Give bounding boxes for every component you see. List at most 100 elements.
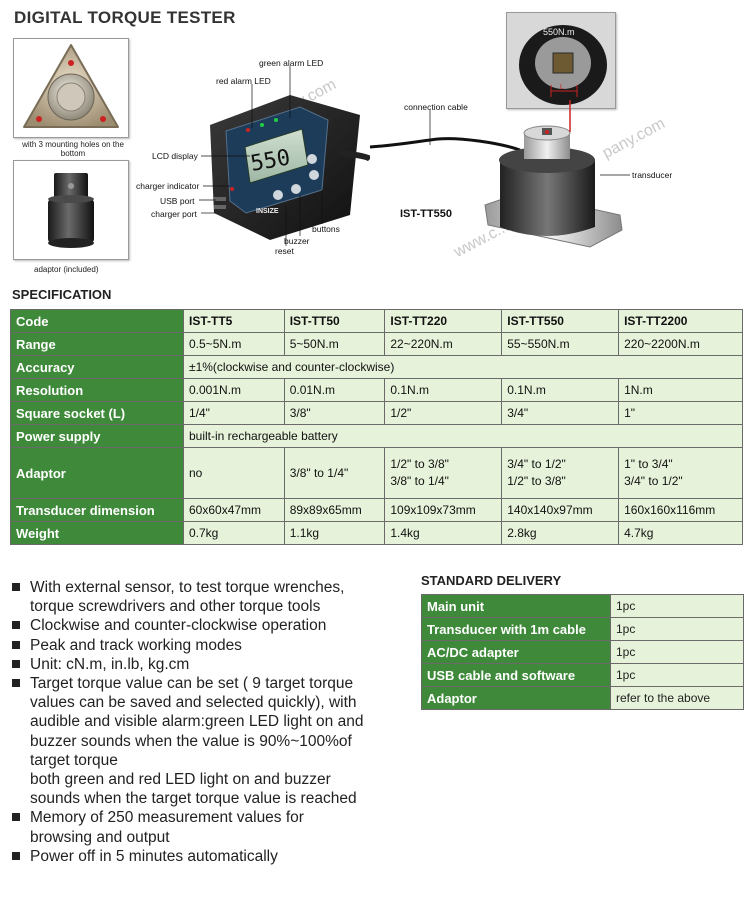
table-cell: 1.4kg — [384, 521, 503, 545]
table-cell: 1pc — [610, 663, 744, 687]
row-label: Main unit — [421, 594, 611, 618]
table-cell: 1pc — [610, 594, 744, 618]
table-cell: 1" to 3/4"3/4" to 1/2" — [618, 447, 743, 499]
row-label: Weight — [10, 521, 184, 545]
transducer-image — [369, 125, 623, 248]
table-cell: 109x109x73mm — [384, 498, 503, 522]
table-cell: 1.1kg — [283, 521, 386, 545]
mounting-plate-image — [23, 44, 119, 128]
line: values can be saved and selected quickly… — [30, 694, 357, 712]
table-cell: built-in rechargeable battery — [183, 424, 743, 448]
row-label: Resolution — [10, 378, 184, 402]
table-row: Range 0.5~5N.m 5~50N.m 22~220N.m 55~550N… — [10, 332, 743, 356]
row-label: USB cable and software — [421, 663, 611, 687]
socket-pointer — [569, 100, 571, 132]
list-item: Clockwise and counter-clockwise operatio… — [12, 616, 412, 635]
table-cell: 1" — [618, 401, 743, 425]
spec-title: SPECIFICATION — [12, 287, 112, 302]
label-buzzer: buzzer — [284, 236, 310, 246]
line: Target torque value can be set ( 9 targe… — [30, 675, 354, 693]
table-cell: 1pc — [610, 617, 744, 641]
table-cell: 60x60x47mm — [183, 498, 285, 522]
row-label: Adaptor — [10, 447, 184, 499]
table-cell: 1pc — [610, 640, 744, 664]
page-title: DIGITAL TORQUE TESTER — [14, 8, 236, 27]
label-green-led: green alarm LED — [259, 58, 324, 68]
table-cell: 1/2" to 3/8" 3/8" to 1/4" — [384, 447, 503, 499]
delivery-title: STANDARD DELIVERY — [421, 573, 562, 588]
row-label: Square socket (L) — [10, 401, 184, 425]
label-charger-indicator: charger indicator — [136, 181, 200, 191]
line: both green and red LED light on and buzz… — [30, 771, 331, 789]
table-cell: 4.7kg — [618, 521, 743, 545]
line: Power off in 5 minutes automatically — [30, 847, 278, 865]
table-cell: 0.5~5N.m — [183, 332, 285, 356]
cell-line: 1/2" to 3/8" — [390, 457, 449, 471]
bullet-icon — [12, 659, 20, 668]
cell-line: 3/4" to 1/2" — [624, 474, 683, 488]
table-cell: 3/4" to 1/2"1/2" to 3/8" — [501, 447, 620, 499]
socket-photo: 550N.m L — [506, 12, 616, 109]
table-cell: no — [183, 447, 285, 499]
label-red-led: red alarm LED — [216, 76, 271, 86]
table-row: Resolution 0.001N.m 0.01N.m 0.1N.m 0.1N.… — [10, 378, 743, 402]
bullet-icon — [12, 583, 20, 591]
cell-line: 3/8" to 1/4" — [390, 474, 449, 488]
socket-engraving: 550N.m — [543, 27, 575, 37]
spec-table: Code IST-TT5 IST-TT50 IST-TT220 IST-TT55… — [10, 309, 743, 545]
label-charger-port: charger port — [151, 209, 197, 219]
line: torque screwdrivers and other torque too… — [30, 598, 321, 616]
model-label: IST-TT550 — [400, 208, 452, 220]
list-item: Target torque value can be set ( 9 targe… — [12, 674, 412, 808]
table-cell: IST-TT220 — [384, 309, 503, 333]
table-cell: refer to the above — [610, 686, 744, 710]
table-cell: IST-TT2200 — [618, 309, 743, 333]
label-reset: reset — [275, 246, 294, 256]
table-row: Square socket (L) 1/4" 3/8" 1/2" 3/4" 1" — [10, 401, 743, 425]
bullet-icon — [12, 679, 20, 688]
line: sounds when the target torque value is r… — [30, 790, 357, 808]
cell-line: no — [189, 465, 203, 480]
row-label: Power supply — [10, 424, 184, 448]
table-row: Transducer dimension 60x60x47mm 89x89x65… — [10, 498, 743, 522]
table-cell: 1/2" — [384, 401, 503, 425]
table-cell: 0.7kg — [183, 521, 285, 545]
row-label: Transducer with 1m cable — [421, 617, 611, 641]
label-usb-port: USB port — [160, 196, 195, 206]
line: Unit: cN.m, in.lb, kg.cm — [30, 655, 190, 673]
line: Clockwise and counter-clockwise operatio… — [30, 617, 327, 635]
table-cell: 89x89x65mm — [283, 498, 386, 522]
mounting-caption: with 3 mounting holes on the bottom — [22, 140, 124, 158]
table-cell: 5~50N.m — [283, 332, 386, 356]
table-cell: ±1%(clockwise and counter-clockwise) — [183, 355, 743, 379]
row-label: AC/DC adapter — [421, 640, 611, 664]
label-transducer: transducer — [632, 170, 673, 180]
list-item: Unit: cN.m, in.lb, kg.cm — [12, 655, 412, 674]
table-cell: 55~550N.m — [501, 332, 620, 356]
table-cell: 3/4" — [501, 401, 620, 425]
feature-list: With external sensor, to test torque wre… — [12, 578, 412, 866]
adaptor-photo — [13, 160, 129, 260]
cell-line: 3/4" to 1/2" — [507, 457, 566, 471]
table-row: Adaptor no 3/8" to 1/4" 1/2" to 3/8" 3/8"… — [10, 447, 743, 499]
table-cell: 1N.m — [618, 378, 743, 402]
line: Peak and track working modes — [30, 636, 242, 654]
table-cell: 3/8" to 1/4" — [283, 447, 386, 499]
line: browsing and output — [30, 828, 170, 846]
table-cell: 0.1N.m — [384, 378, 503, 402]
table-cell: 0.01N.m — [283, 378, 386, 402]
label-lcd: LCD display — [152, 151, 198, 161]
label-cable: connection cable — [404, 102, 468, 112]
table-row: Power supply built-in rechargeable batte… — [10, 424, 743, 448]
bullet-icon — [12, 640, 20, 649]
row-label: Range — [10, 332, 184, 356]
cell-line: 3/8" to 1/4" — [289, 465, 349, 480]
table-row: Accuracy ±1%(clockwise and counter-clock… — [10, 355, 743, 379]
list-item: Power off in 5 minutes automatically — [12, 847, 412, 866]
row-label: Code — [10, 309, 184, 333]
list-item: Peak and track working modes — [12, 636, 412, 655]
